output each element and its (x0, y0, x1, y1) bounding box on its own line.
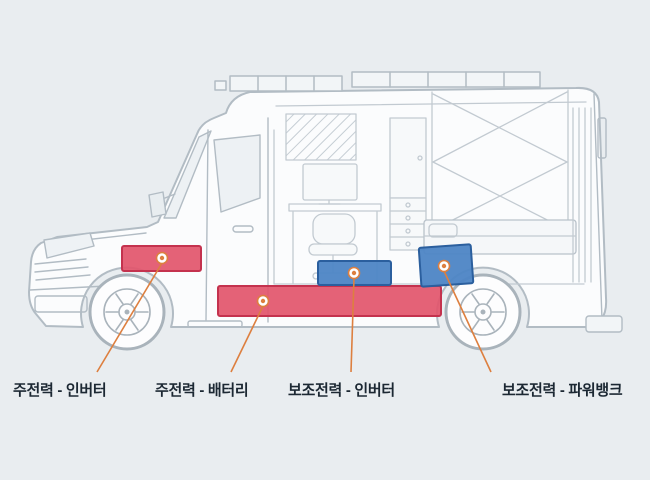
headlight (43, 232, 95, 259)
side-mirror-icon (148, 191, 176, 218)
label-aux-powerbank: 보조전력 - 파워뱅크 (502, 382, 623, 399)
pillow (428, 223, 458, 238)
marker-dot-main-battery (256, 294, 270, 308)
tail-lamp (597, 117, 607, 159)
door-window (213, 134, 261, 213)
leader-line-main-battery (230, 305, 264, 373)
marker-dot-aux-powerbank (437, 259, 451, 273)
driver-door (187, 117, 269, 328)
power-highlights (121, 243, 475, 317)
callout-leaders (96, 251, 492, 373)
leader-line-aux-inverter (350, 277, 355, 373)
marker-dot-main-inverter (155, 251, 169, 265)
rear-details (585, 93, 623, 333)
rear-wheel (444, 273, 522, 351)
main-battery-highlight (217, 285, 442, 317)
monitor-icon (302, 163, 358, 201)
marker-dot-aux-inverter (347, 266, 361, 280)
label-main-battery: 주전력 - 배터리 (155, 382, 249, 399)
windshield (163, 130, 212, 219)
leader-line-main-inverter (96, 262, 163, 373)
rear-bumper (585, 315, 623, 333)
door-handle (232, 225, 254, 233)
roof-rack (214, 71, 541, 92)
label-main-inverter: 주전력 - 인버터 (13, 382, 107, 399)
front-details (29, 232, 147, 313)
front-wheel (88, 273, 166, 351)
cab-step (187, 320, 243, 328)
leader-line-aux-powerbank (443, 270, 492, 373)
rear-slats (572, 107, 592, 283)
storage-cabinet (389, 117, 427, 251)
label-aux-inverter: 보조전력 - 인버터 (288, 382, 395, 399)
scissor-lift (431, 89, 569, 231)
window-hatch (285, 113, 357, 161)
desk-and-monitor (288, 163, 382, 284)
office-chair (308, 213, 358, 280)
